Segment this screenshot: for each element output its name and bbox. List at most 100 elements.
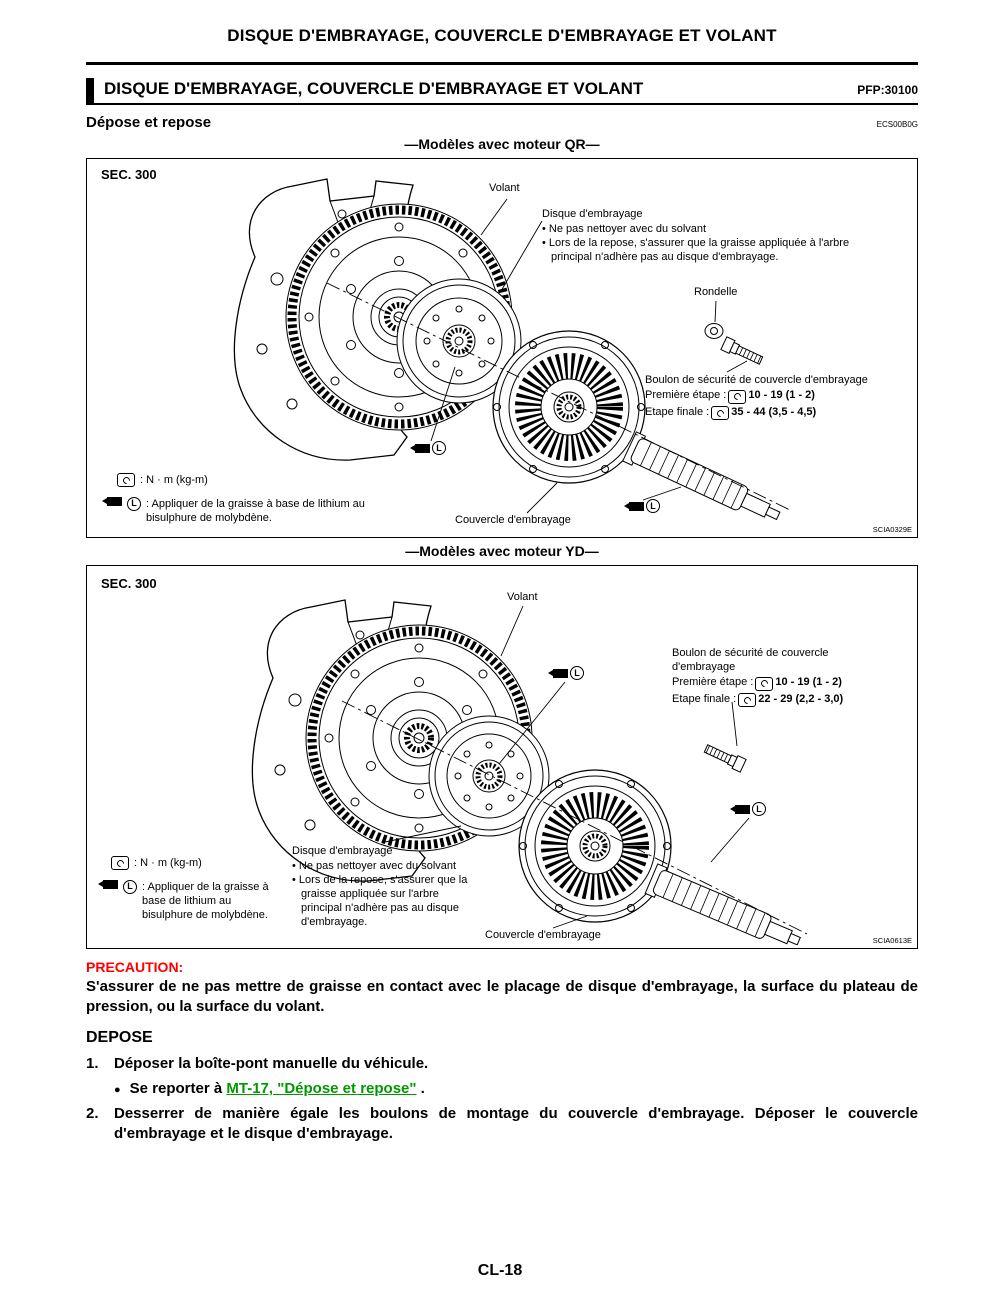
etape2-value: 35 - 44 (3,5 - 4,5): [731, 405, 817, 418]
mt17-reference-link[interactable]: MT-17, "Dépose et repose": [226, 1080, 417, 1098]
disque-note-2: Lors de la repose, s'assurer que la grai…: [292, 873, 470, 929]
torque-icon: [111, 856, 129, 870]
etape2-value: 22 - 29 (2,2 - 3,0): [758, 692, 844, 705]
volant-label: Volant: [507, 591, 538, 603]
lithium-grease-icon: L: [570, 666, 584, 680]
subsection-code: ECS00B0G: [876, 120, 918, 129]
input-shaft-drawing: [623, 432, 785, 530]
sec-number-label: SEC. 300: [101, 167, 157, 182]
grease-marker: L: [730, 802, 768, 816]
figure-code: SCIA0329E: [872, 525, 912, 534]
grease-icon: [730, 804, 750, 814]
etape2-label: Etape finale :: [672, 692, 737, 705]
bullet-icon: [114, 1080, 121, 1097]
leader-lines: [385, 606, 749, 928]
clutch-disc-drawing: [429, 716, 549, 836]
boulon-label-block: Boulon de sécurité de couvercle d'embray…: [672, 646, 890, 708]
torque-step-2: Etape finale : 35 - 44 (3,5 - 4,5): [645, 405, 903, 421]
clutch-disc-drawing: [397, 279, 521, 403]
torque-legend-text: : N · m (kg-m): [140, 474, 208, 486]
lithium-grease-icon: L: [123, 880, 137, 894]
page-header-title: DISQUE D'EMBRAYAGE, COUVERCLE D'EMBRAYAG…: [227, 26, 777, 45]
lithium-grease-icon: L: [432, 441, 446, 455]
disque-note-1: Ne pas nettoyer avec du solvant: [542, 222, 872, 236]
grease-marker: L: [548, 666, 586, 680]
grease-icon: [410, 443, 430, 453]
sec-number-label: SEC. 300: [101, 576, 157, 591]
etape1-label: Première étape :: [645, 389, 727, 402]
volant-label: Volant: [489, 182, 520, 194]
boulon-title: Boulon de sécurité de couvercle d'embray…: [645, 374, 868, 386]
page-content: DISQUE D'EMBRAYAGE, COUVERCLE D'EMBRAYAG…: [86, 26, 918, 1144]
precaution-body: S'assurer de ne pas mettre de graisse en…: [86, 978, 918, 1015]
torque-step-1: Première étape : 10 - 19 (1 - 2): [645, 388, 903, 404]
input-shaft-drawing: [645, 864, 805, 945]
disque-title: Disque d'embrayage: [292, 845, 393, 857]
step-2-text: Desserrer de manière égale les boulons d…: [114, 1105, 918, 1143]
torque-icon: [755, 676, 774, 691]
torque-icon: [738, 693, 757, 708]
figure-code: SCIA0613E: [872, 936, 912, 945]
boulon-title: Boulon de sécurité de couvercle d'embray…: [672, 647, 829, 674]
step-1-number: 1.: [86, 1054, 99, 1072]
grease-icon: [548, 668, 568, 678]
grease-legend: L : Appliquer de la graisse à base de li…: [102, 497, 384, 525]
disque-title: Disque d'embrayage: [542, 208, 643, 220]
subsection-title: Dépose et repose: [86, 114, 212, 131]
grease-icon: [624, 501, 644, 511]
torque-icon: [117, 473, 135, 487]
precaution-title: PRECAUTION:: [86, 959, 184, 975]
diagram-yd-caption: —Modèles avec moteur YD—: [405, 543, 599, 559]
grease-marker: L: [624, 499, 662, 513]
lithium-grease-icon: L: [646, 499, 660, 513]
grease-legend: L : Appliquer de la graisse à base de li…: [98, 880, 282, 922]
step-1: 1. Déposer la boîte-pont manuelle du véh…: [86, 1054, 918, 1074]
grease-icon: [102, 497, 122, 506]
torque-legend-text: : N · m (kg-m): [134, 857, 202, 869]
torque-step-1: Première étape : 10 - 19 (1 - 2): [672, 675, 890, 691]
step-1-reference: Se reporter à MT-17, "Dépose et repose" …: [114, 1080, 918, 1097]
reference-suffix: .: [416, 1080, 425, 1098]
torque-icon: [711, 406, 730, 421]
diagram-qr-caption: —Modèles avec moteur QR—: [404, 136, 600, 152]
bolt-drawing: [703, 742, 746, 772]
center-axis-line: [342, 701, 807, 934]
yd-diagram-drawing: [87, 566, 916, 945]
subsection-header: Dépose et repose ECS00B0G: [86, 114, 918, 131]
torque-legend: : N · m (kg-m): [115, 473, 208, 487]
grease-legend-text: : Appliquer de la graisse à base de lith…: [146, 498, 365, 525]
step-1-text: Déposer la boîte-pont manuelle du véhicu…: [114, 1054, 429, 1072]
page-number: CL-18: [477, 1262, 523, 1279]
diagram-qr-box: SEC. 300 Volant Disque d'embrayage Ne pa…: [86, 158, 918, 538]
section-header: DISQUE D'EMBRAYAGE, COUVERCLE D'EMBRAYAG…: [86, 78, 918, 105]
lithium-grease-icon: L: [127, 497, 141, 511]
clutch-cover-drawing: [519, 770, 671, 922]
leader-lines: [431, 199, 747, 513]
disque-label-block: Disque d'embrayage Ne pas nettoyer avec …: [542, 207, 872, 264]
etape1-value: 10 - 19 (1 - 2): [775, 676, 842, 689]
bolt-drawing: [721, 337, 764, 367]
center-axis-line: [327, 283, 792, 511]
torque-icon: [728, 389, 747, 404]
etape1-label: Première étape :: [672, 676, 754, 689]
disque-note-1: Ne pas nettoyer avec du solvant: [292, 859, 470, 873]
header-divider: [86, 62, 918, 65]
grease-icon: [98, 880, 118, 889]
couvercle-label: Couvercle d'embrayage: [485, 929, 601, 941]
boulon-label-block: Boulon de sécurité de couvercle d'embray…: [645, 373, 903, 421]
etape2-label: Etape finale :: [645, 405, 710, 418]
pfp-code: PFP:30100: [857, 83, 918, 97]
section-title: DISQUE D'EMBRAYAGE, COUVERCLE D'EMBRAYAG…: [104, 79, 644, 98]
reference-prefix: Se reporter à: [129, 1080, 227, 1098]
grease-legend-text: : Appliquer de la graisse à base de lith…: [142, 881, 269, 922]
torque-step-2: Etape finale : 22 - 29 (2,2 - 3,0): [672, 692, 890, 708]
diagram-yd-box: SEC. 300 Volant L Boulon de sécurité de …: [86, 565, 918, 949]
disque-label-block: Disque d'embrayage Ne pas nettoyer avec …: [292, 844, 470, 929]
etape1-value: 10 - 19 (1 - 2): [748, 389, 815, 402]
depose-title: DEPOSE: [86, 1028, 153, 1046]
rondelle-label: Rondelle: [694, 286, 738, 298]
step-2: 2. Desserrer de manière égale les boulon…: [86, 1104, 918, 1144]
clutch-cover-drawing: [493, 331, 645, 483]
couvercle-label: Couvercle d'embrayage: [455, 514, 571, 526]
